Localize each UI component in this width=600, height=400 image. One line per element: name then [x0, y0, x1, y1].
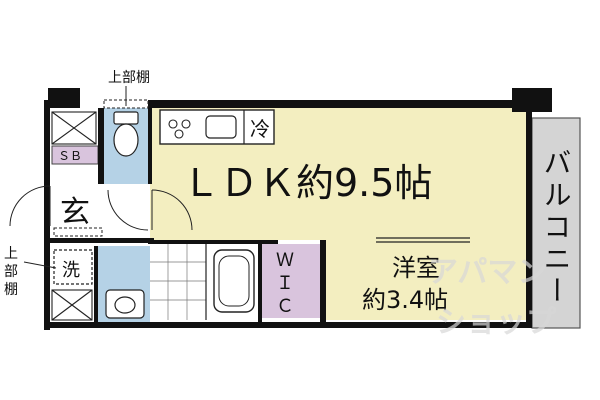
upper-shelf-left-2: 部 [4, 264, 18, 280]
watermark-line-1: アパマン [428, 255, 547, 290]
entrance-area [52, 166, 98, 238]
fridge-label: 冷 [250, 117, 270, 141]
svg-text:バルコニー: バルコニー [540, 148, 573, 308]
upper-shelf-left-1: 上 [4, 246, 18, 262]
western-room [326, 240, 526, 320]
wic-letter-1: Ｗ [276, 250, 294, 271]
balcony-label: バルコニー [540, 148, 573, 308]
washer-label: 洗 [62, 260, 80, 281]
western-room-size: 約3.4帖 [362, 286, 448, 314]
watermark-line-2: ショップ [436, 305, 557, 340]
storage-boxes [51, 111, 97, 321]
stove-burners [168, 119, 191, 139]
wic-letter-3: Ｃ [276, 296, 294, 317]
balcony [531, 117, 581, 329]
wic-letter-2: Ｉ [276, 273, 294, 294]
walls [44, 88, 552, 330]
bathroom-tile-grid [150, 244, 206, 320]
washer-space [53, 249, 93, 285]
upper-shelf-top-label: 上部棚 [108, 70, 150, 86]
walk-in-closet [262, 244, 320, 318]
western-room-name: 洋室 [392, 254, 440, 282]
toilet [113, 111, 139, 157]
door-swings [9, 185, 193, 231]
ldk-label: ＬＤＫ約9.5帖 [182, 161, 432, 205]
upper-shelf-left-3: 棚 [4, 282, 18, 298]
sink [205, 115, 237, 139]
entrance-label: 玄 [60, 195, 90, 230]
wash-basin [105, 289, 145, 319]
bathtub [213, 249, 255, 313]
shoe-box-label: ＳＢ [58, 149, 82, 163]
